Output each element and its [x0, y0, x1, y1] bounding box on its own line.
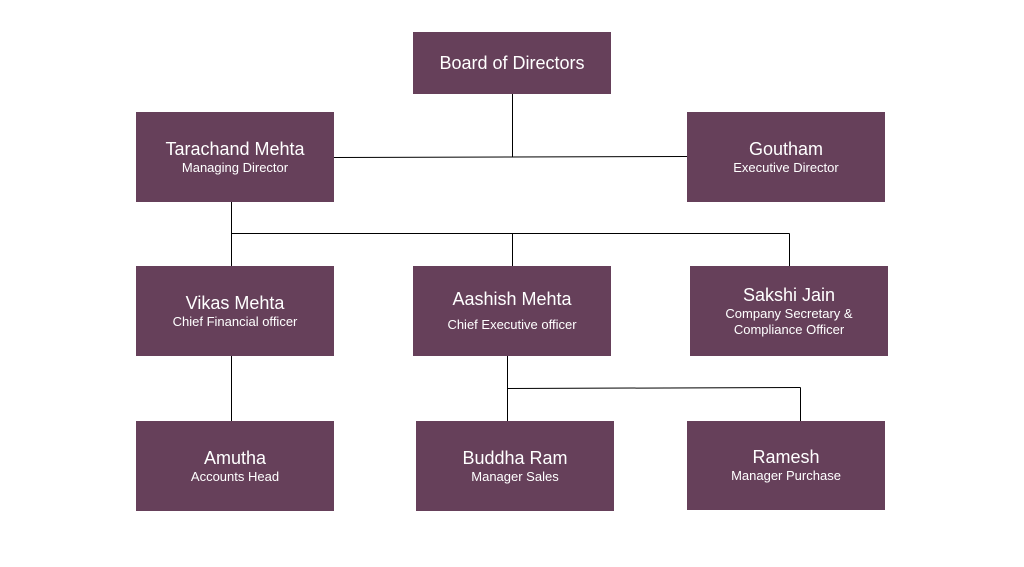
- aashish-mehta-role: Chief Executive officer: [447, 317, 577, 332]
- amutha-box: Amutha Accounts Head: [136, 421, 334, 511]
- goutham-role: Executive Director: [733, 159, 839, 175]
- sakshi-jain-role: Company Secretary & Compliance Officer: [725, 305, 853, 337]
- goutham-name: Goutham: [748, 138, 824, 159]
- amutha-role: Accounts Head: [190, 468, 280, 484]
- ramesh-name: Ramesh: [752, 447, 820, 467]
- vikas-mehta-role: Chief Financial officer: [172, 313, 298, 329]
- buddha-ram-box: Buddha Ram Manager Sales: [416, 421, 614, 511]
- connector-tarachand-goutham: [333, 156, 688, 158]
- tarachand-mehta-role: Managing Director: [181, 159, 289, 175]
- board-of-directors-box: Board of Directors: [413, 32, 611, 94]
- vikas-mehta-box: Vikas Mehta Chief Financial officer: [136, 266, 334, 356]
- sakshi-jain-box: Sakshi Jain Company Secretary & Complian…: [690, 266, 888, 356]
- board-of-directors-name: Board of Directors: [439, 52, 585, 73]
- buddha-ram-role: Manager Sales: [471, 468, 559, 484]
- sakshi-jain-name: Sakshi Jain: [742, 284, 836, 305]
- ramesh-role: Manager Purchase: [731, 468, 841, 483]
- tarachand-mehta-name: Tarachand Mehta: [165, 138, 305, 159]
- aashish-mehta-box: Aashish Mehta Chief Executive officer: [413, 266, 611, 356]
- amutha-name: Amutha: [203, 447, 267, 468]
- goutham-box: Goutham Executive Director: [687, 112, 885, 202]
- vikas-mehta-name: Vikas Mehta: [185, 292, 285, 313]
- tarachand-mehta-box: Tarachand Mehta Managing Director: [136, 112, 334, 202]
- buddha-ram-name: Buddha Ram: [462, 447, 568, 468]
- ramesh-box: Ramesh Manager Purchase: [687, 421, 885, 510]
- connector-level3-horizontal: [507, 387, 801, 389]
- aashish-mehta-name: Aashish Mehta: [452, 289, 572, 309]
